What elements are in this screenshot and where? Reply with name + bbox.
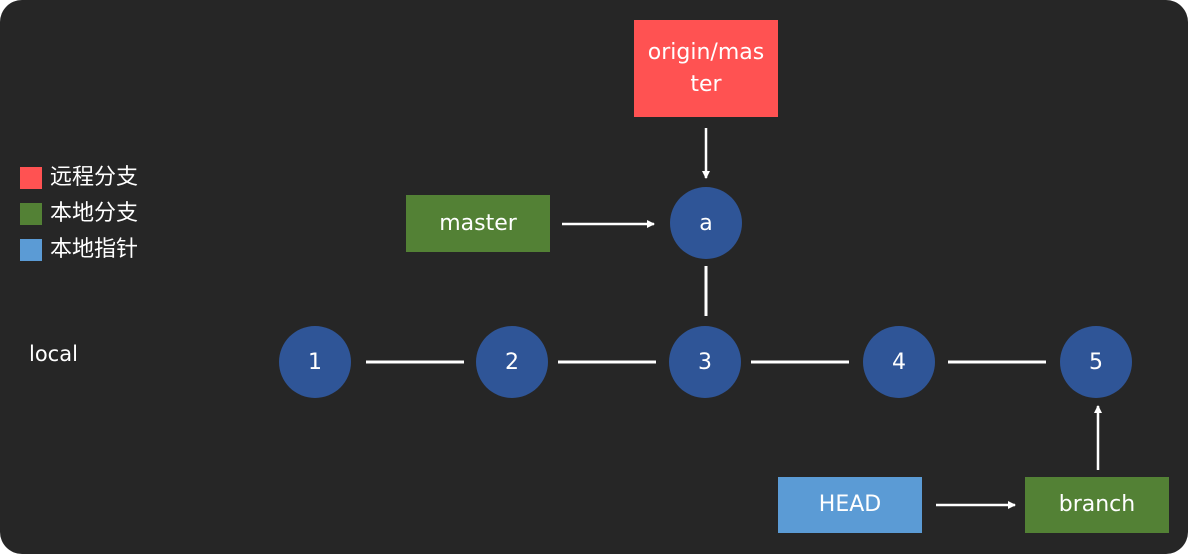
- commit-a: a: [670, 187, 742, 259]
- legend-item-remote-branch: 远程分支: [20, 160, 138, 196]
- commit-label: 1: [308, 349, 322, 375]
- legend-item-local-branch: 本地分支: [20, 196, 138, 232]
- legend: 远程分支 本地分支 本地指针: [20, 160, 138, 268]
- legend-label: 远程分支: [50, 165, 139, 190]
- legend-label: 本地指针: [50, 237, 139, 262]
- commit-3: 3: [669, 326, 741, 398]
- origin-master-line1: origin/mas: [647, 39, 765, 65]
- head-ref: HEAD: [778, 477, 922, 533]
- commit-label: 5: [1089, 349, 1103, 375]
- commit-4: 4: [863, 326, 935, 398]
- commit-2: 2: [476, 326, 548, 398]
- legend-swatch: [20, 167, 42, 189]
- master-ref: master: [406, 195, 550, 252]
- master-label: master: [439, 210, 517, 236]
- commit-label: a: [699, 210, 713, 236]
- commit-label: 4: [892, 349, 906, 375]
- legend-swatch: [20, 203, 42, 225]
- branch-ref: branch: [1025, 477, 1169, 533]
- legend-swatch: [20, 239, 42, 261]
- legend-item-local-pointer: 本地指针: [20, 232, 138, 268]
- origin-master-line2: ter: [690, 71, 722, 97]
- commit-label: 2: [505, 349, 519, 375]
- local-label: local: [29, 342, 78, 366]
- commit-1: 1: [279, 326, 351, 398]
- commit-label: 3: [698, 349, 712, 375]
- commit-5: 5: [1060, 326, 1132, 398]
- branch-label: branch: [1058, 492, 1136, 517]
- head-label: HEAD: [818, 492, 882, 517]
- origin-master-ref: origin/mas ter: [634, 20, 778, 117]
- legend-label: 本地分支: [50, 201, 139, 226]
